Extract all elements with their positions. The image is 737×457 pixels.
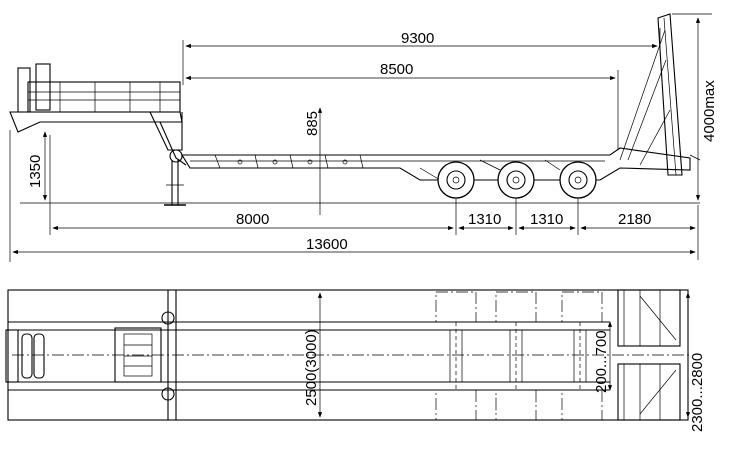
dim-2180-label: 2180 [618,211,651,228]
axle-wheels [437,161,597,199]
dim-885-label: 885 [304,111,321,136]
dim-4000max-label: 4000max [701,80,718,142]
top-view: 2500(3000) 200...700 [5,289,706,432]
dim-8500-label: 8500 [380,61,413,78]
side-view: 9300 8500 885 1350 4000max 8000 1310 131… [9,13,718,262]
dim-1310-a-label: 1310 [468,211,501,228]
dim-9300-label: 9300 [401,30,434,47]
dim-ramp-gap-label: 200...700 [593,330,610,393]
front-spare-wheels [5,329,45,383]
dim-ramp-width-label: 2300...2800 [689,353,706,432]
dim-1350-label: 1350 [27,155,44,188]
dim-1310-b-label: 1310 [530,211,563,228]
rear-ramp [619,13,701,176]
rear-ramps-top [617,289,681,421]
coupling-plate [114,311,175,401]
dim-13600-label: 13600 [306,236,348,253]
main-deck [181,147,691,181]
gooseneck [9,63,187,206]
dim-8000-label: 8000 [236,211,269,228]
top-wheel-groups [435,291,603,421]
dim-deck-width-label: 2500(3000) [303,329,320,406]
